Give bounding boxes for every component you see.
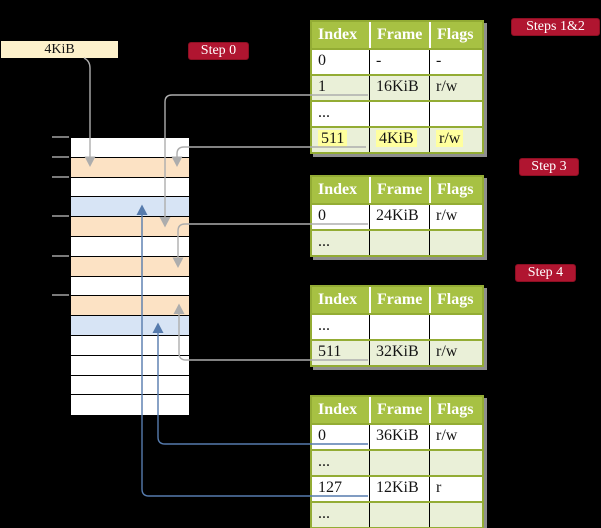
table-row-ellipsis: ... xyxy=(312,501,482,527)
table-cell: 0 xyxy=(318,207,326,224)
memory-row-1-orange xyxy=(71,157,189,178)
table-cell: r/w xyxy=(429,76,482,100)
header-cell-frame: Frame xyxy=(369,177,429,203)
memory-address-tick xyxy=(52,175,69,178)
memory-row-11-white xyxy=(71,355,189,376)
table-cell: 12KiB xyxy=(369,477,429,501)
memory-row-6-orange xyxy=(71,256,189,277)
header-cell-flags: Flags xyxy=(429,177,482,203)
table-cell: 24KiB xyxy=(369,205,429,229)
memory-row-5-white xyxy=(71,236,189,257)
memory-address-tick xyxy=(52,136,69,138)
header-cell-flags: Flags xyxy=(429,287,482,313)
table-cell: 0 xyxy=(318,52,326,69)
table-cell xyxy=(369,315,429,339)
header-cell-frame: Frame xyxy=(369,397,429,423)
header-cell-index: Index xyxy=(318,291,358,308)
table-cell xyxy=(429,102,482,126)
table-cell: - xyxy=(369,50,429,74)
table-cell xyxy=(369,102,429,126)
memory-address-tick xyxy=(52,215,69,218)
header-cell-frame: Frame xyxy=(369,287,429,313)
table-cell: r/w xyxy=(429,205,482,229)
memory-row-2-white xyxy=(71,177,189,198)
table-cell xyxy=(429,231,482,255)
badge-step-3: Step 3 xyxy=(519,158,579,176)
badge-steps-1-2: Steps 1&2 xyxy=(511,18,600,36)
table-cell: ... xyxy=(318,104,330,121)
memory-address-tick xyxy=(52,155,69,158)
table-cell: ... xyxy=(318,453,330,470)
table-cell: 1 xyxy=(318,78,326,95)
table-cell: r/w xyxy=(429,341,482,365)
table-cell: 127 xyxy=(318,479,342,496)
memory-row-10-white xyxy=(71,335,189,356)
memory-row-0-white xyxy=(71,138,189,158)
memory-row-9-blue xyxy=(71,316,189,336)
table-cell: r/w xyxy=(429,128,482,152)
table-row-0: 0 -- xyxy=(312,48,482,74)
table-cell xyxy=(369,231,429,255)
memory-row-3-blue xyxy=(71,197,189,218)
memory-row-4-orange xyxy=(71,217,189,237)
highlighted-cell-text: 511 xyxy=(318,130,348,147)
highlighted-cell-text: 4KiB xyxy=(376,130,417,147)
table-row-511: 511 4KiB r/w xyxy=(312,126,482,152)
root-table-address-label: 4KiB xyxy=(1,41,118,58)
header-cell-frame: Frame xyxy=(369,22,429,48)
table-cell: 4KiB xyxy=(369,128,429,152)
header-cell-flags: Flags xyxy=(429,22,482,48)
header-cell-index: Index xyxy=(318,181,358,198)
table-cell: 511 xyxy=(318,343,342,360)
table-cell xyxy=(429,503,482,527)
table-cell: r xyxy=(429,477,482,501)
table-cell: 32KiB xyxy=(369,341,429,365)
table-cell: r/w xyxy=(429,425,482,449)
header-cell-flags: Flags xyxy=(429,397,482,423)
table-row-ellipsis: ... xyxy=(312,100,482,126)
table-row-ellipsis: ... xyxy=(312,449,482,475)
memory-address-tick xyxy=(52,254,69,257)
memory-address-tick xyxy=(52,294,69,297)
table-row-ellipsis: ... xyxy=(312,313,482,339)
badge-step-4: Step 4 xyxy=(515,264,576,282)
table-cell: ... xyxy=(318,233,330,250)
memory-row-13-white xyxy=(71,395,189,416)
table-cell xyxy=(369,503,429,527)
table-cell xyxy=(429,315,482,339)
table-cell: ... xyxy=(318,505,330,522)
table-cell xyxy=(429,451,482,475)
table-cell: 511 xyxy=(312,128,369,152)
memory-row-12-white xyxy=(71,375,189,396)
table-cell: 36KiB xyxy=(369,425,429,449)
memory-row-7-white xyxy=(71,276,189,297)
highlighted-cell-text: r/w xyxy=(436,130,464,147)
table-cell xyxy=(369,451,429,475)
header-cell-index: Index xyxy=(318,26,358,43)
table-cell: - xyxy=(429,50,482,74)
header-cell-index: Index xyxy=(318,401,358,418)
table-cell: 0 xyxy=(318,427,326,444)
physical-memory-column xyxy=(70,137,190,417)
table-cell: 16KiB xyxy=(369,76,429,100)
table-row-ellipsis: ... xyxy=(312,229,482,255)
table-cell: ... xyxy=(318,317,330,334)
memory-row-8-orange xyxy=(71,296,189,317)
badge-step-0: Step 0 xyxy=(188,42,249,60)
